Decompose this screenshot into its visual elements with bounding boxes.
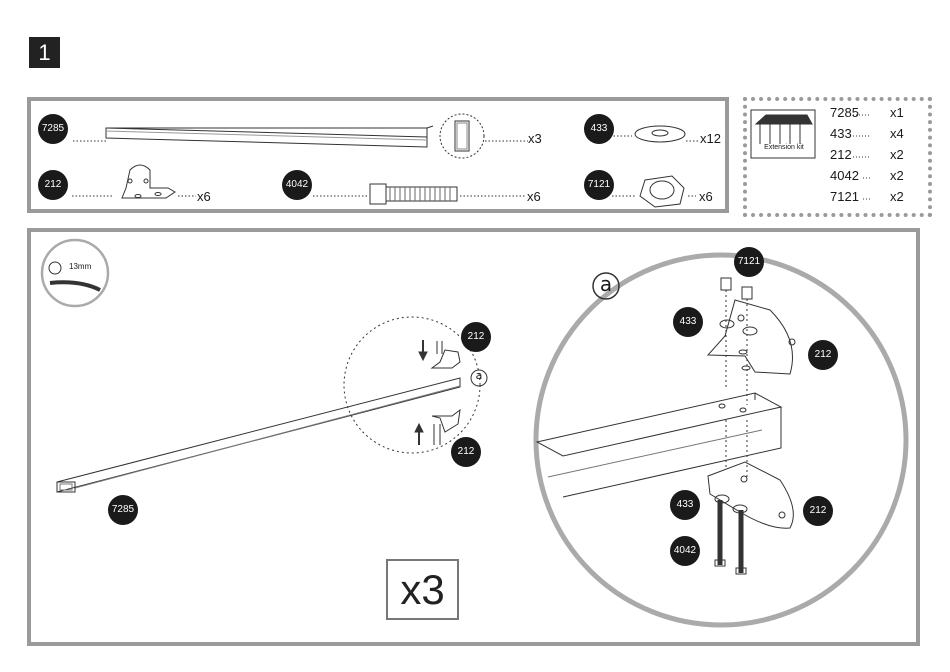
part-qty-212: x6 [197,189,211,204]
wrench-tool-icon [42,240,108,306]
bracket-part-icon [122,165,175,198]
extension-kit-caption: Extension kit [752,144,816,151]
zoom-circle [536,255,906,625]
kit-qty-7285: x1 [890,105,904,120]
kit-qty-4042: x2 [890,168,904,183]
kit-qty-7121: x2 [890,189,904,204]
part-qty-7285: x3 [528,131,542,146]
top-bracket-drawing [419,340,460,368]
callout-zoom-washer-bottom: 433 [670,490,700,520]
kit-code-7121: 7121 [830,189,859,204]
part-badge-4042: 4042 [282,170,312,200]
part-badge-212: 212 [38,170,68,200]
washer-part-icon [635,126,685,142]
kit-code-7285: 7285 [830,105,859,120]
zoom-label: a [594,272,618,296]
bottom-bracket-drawing [415,410,460,445]
callout-zoom-bracket-bottom: 212 [803,496,833,526]
part-qty-433: x12 [700,131,721,146]
kit-code-212: 212 [830,147,852,162]
part-qty-7121: x6 [699,189,713,204]
assembly-multiplier: x3 [386,559,459,620]
callout-beam: 7285 [108,495,138,525]
tool-size-label: 13mm [69,262,91,271]
beam-section-icon [440,114,484,158]
kit-qty-433: x4 [890,126,904,141]
callout-zoom-washer-top: 433 [673,307,703,337]
bolt-part-icon [370,184,457,204]
kit-code-433: 433 [830,126,852,141]
part-badge-7285: 7285 [38,114,68,144]
zoom-beam-drawing [537,393,781,497]
nut-part-icon [640,176,684,207]
callout-zoom-bracket-top: 212 [808,340,838,370]
callout-bracket-top: 212 [461,322,491,352]
kit-code-4042: 4042 [830,168,859,183]
part-badge-7121: 7121 [584,170,614,200]
part-badge-433: 433 [584,114,614,144]
part-qty-4042: x6 [527,189,541,204]
callout-zoom-bolt: 4042 [670,536,700,566]
beam-part-icon [106,126,433,147]
main-beam-drawing [57,378,460,492]
detail-label: a [473,369,485,382]
zoom-top-bracket-drawing [708,278,795,405]
callout-bracket-bottom: 212 [451,437,481,467]
callout-zoom-nut: 7121 [734,247,764,277]
kit-qty-212: x2 [890,147,904,162]
